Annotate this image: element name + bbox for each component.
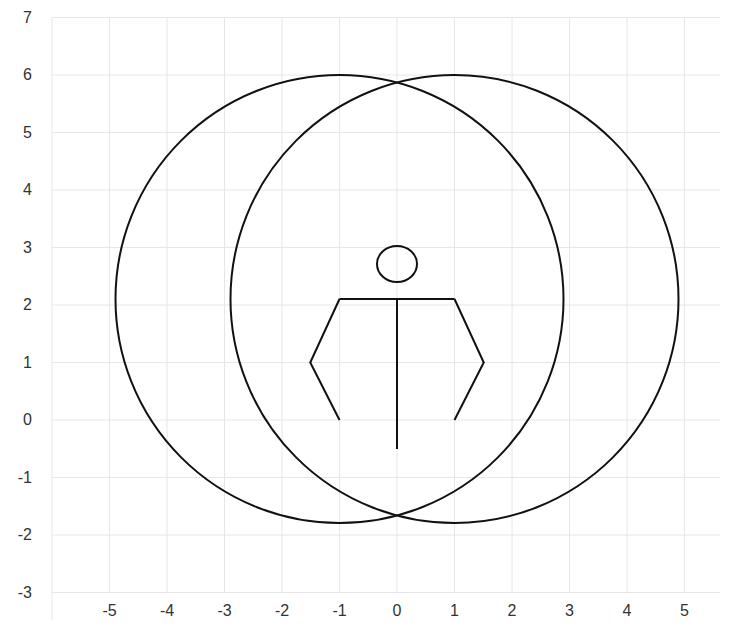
- x-tick-label: -4: [160, 601, 174, 621]
- stick-figure-right-arm: [455, 299, 484, 420]
- grid-line: [52, 132, 720, 133]
- y-tick-label: 1: [23, 353, 32, 373]
- grid-line: [52, 190, 720, 191]
- grid-line: [52, 18, 53, 621]
- stick-figure-left-arm: [310, 299, 339, 420]
- right-circle: [231, 75, 679, 523]
- y-tick-label: -3: [18, 583, 32, 603]
- x-tick-label: 5: [680, 601, 689, 621]
- grid-line: [397, 18, 398, 593]
- y-tick-label: -2: [18, 525, 32, 545]
- y-tick-label: 3: [23, 238, 32, 258]
- figure: [116, 75, 679, 523]
- y-tick-label: 2: [23, 295, 32, 315]
- y-tick-label: 5: [23, 123, 32, 143]
- x-tick-label: 4: [623, 601, 632, 621]
- grid-line: [52, 477, 720, 478]
- x-tick-label: 2: [508, 601, 517, 621]
- grid-line: [52, 592, 720, 593]
- y-tick-label: -1: [18, 468, 32, 488]
- left-circle: [116, 75, 564, 523]
- x-tick-label: 0: [393, 601, 402, 621]
- y-tick-label: 4: [23, 180, 32, 200]
- grid-line: [52, 362, 720, 363]
- grid-line: [52, 535, 720, 536]
- x-tick-label: -2: [275, 601, 289, 621]
- x-tick-label: 1: [450, 601, 459, 621]
- y-tick-label: 6: [23, 65, 32, 85]
- stick-figure-head: [377, 246, 417, 282]
- x-tick-label: -3: [217, 601, 231, 621]
- grid-line: [52, 75, 720, 76]
- y-tick-label: 0: [23, 410, 32, 430]
- y-tick-label: 7: [23, 8, 32, 28]
- x-tick-label: -1: [332, 601, 346, 621]
- grid: [52, 18, 720, 621]
- x-tick-label: 3: [565, 601, 574, 621]
- x-tick-label: -5: [102, 601, 116, 621]
- stick-figure-body: [396, 299, 398, 449]
- grid-line: [52, 305, 720, 306]
- grid-line: [52, 17, 720, 18]
